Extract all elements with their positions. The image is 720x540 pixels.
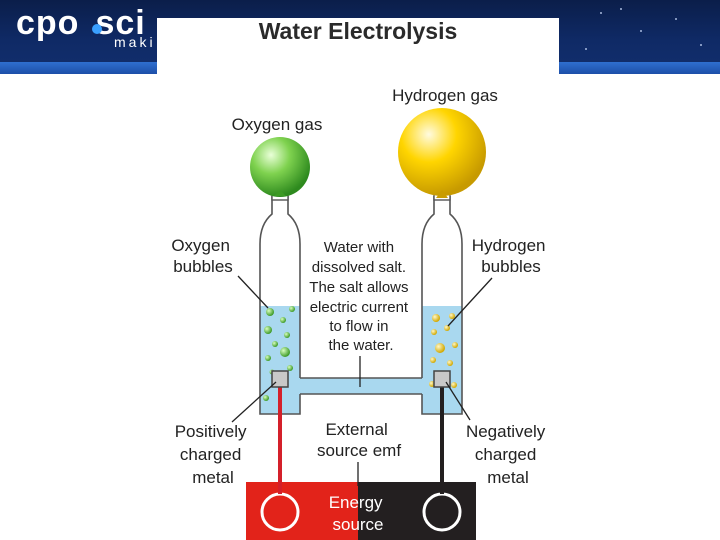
label-hydrogen-gas: Hydrogen gas (392, 86, 498, 105)
leader-hydrogen-bubbles (448, 278, 492, 326)
hydrogen-bubble (447, 360, 453, 366)
hydrogen-bubble (451, 382, 457, 388)
oxygen-bubble (284, 332, 290, 338)
label-water-note: Water with dissolved salt. The salt allo… (309, 239, 412, 354)
oxygen-gas-balloon (250, 137, 310, 197)
label-positive-metal: Positively charged metal (175, 422, 252, 487)
oxygen-bubble (266, 308, 274, 316)
label-oxygen-gas: Oxygen gas (232, 115, 323, 134)
leader-oxygen-bubbles (238, 276, 268, 308)
oxygen-bubble (272, 341, 278, 347)
hydrogen-gas-balloon (398, 108, 486, 196)
oxygen-bubble (265, 355, 271, 361)
hydrogen-bubble (430, 357, 436, 363)
positive-electrode (272, 371, 288, 387)
hydrogen-bubble (431, 329, 437, 335)
hydrogen-bubble (444, 325, 450, 331)
hydrogen-bubble (449, 313, 455, 319)
oxygen-bubble (280, 347, 290, 357)
hydrogen-bubble (452, 342, 458, 348)
label-external-emf: External source emf (317, 420, 401, 460)
oxygen-bubble (263, 395, 269, 401)
hydrogen-bubble (432, 314, 440, 322)
hydrogen-bubble (435, 343, 445, 353)
label-oxygen-bubbles: Oxygen bubbles (171, 236, 234, 276)
oxygen-bubble (287, 365, 293, 371)
oxygen-bubble (264, 326, 272, 334)
oxygen-bubble (289, 306, 295, 312)
oxygen-bubble (280, 317, 286, 323)
label-negative-metal: Negatively charged metal (466, 422, 550, 487)
label-hydrogen-bubbles: Hydrogen bubbles (472, 236, 550, 276)
